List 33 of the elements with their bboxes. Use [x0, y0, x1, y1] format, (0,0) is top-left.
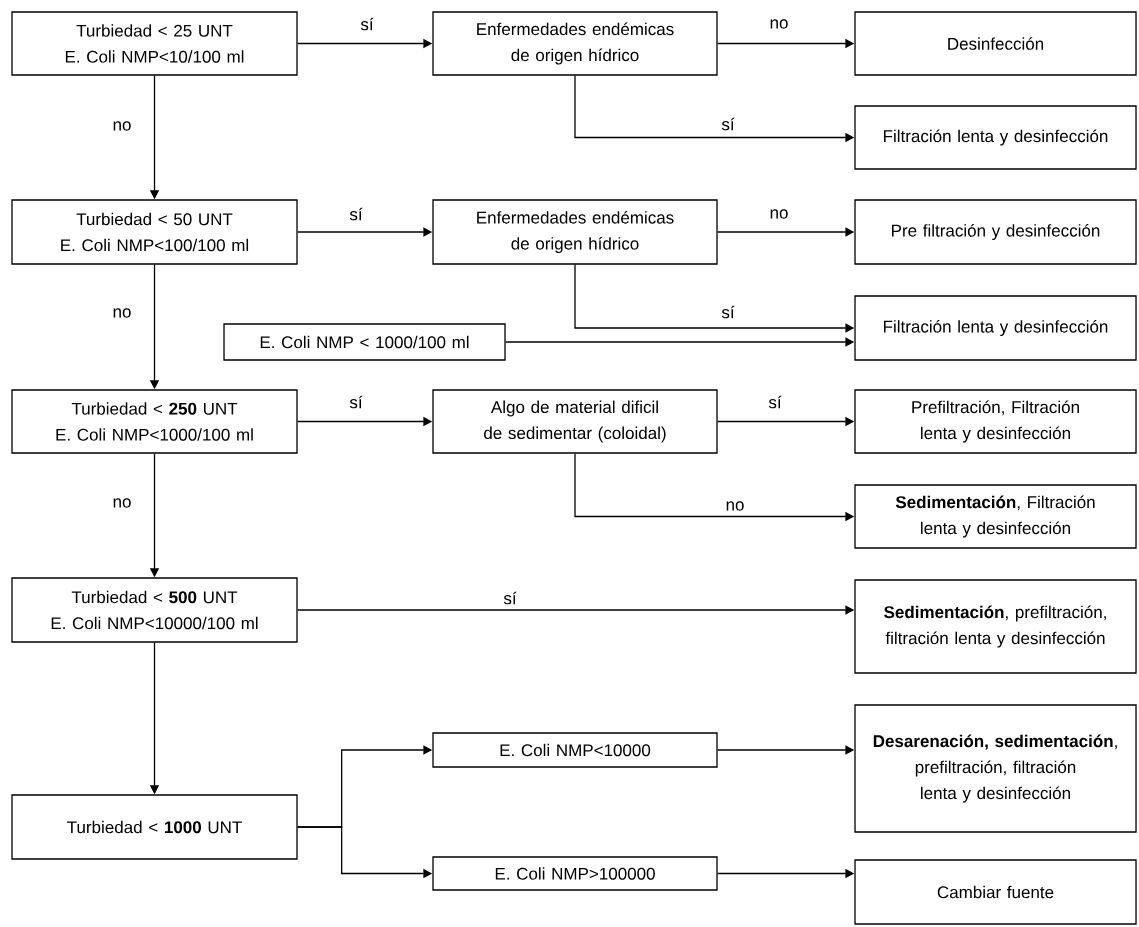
- treatment-box: Filtración lenta y desinfección: [854, 295, 1137, 361]
- treatment-box: Cambiar fuente: [854, 859, 1137, 925]
- edge-label: sí: [359, 16, 375, 32]
- edge-label: no: [724, 500, 746, 512]
- condition-box: Turbiedad < 500 UNT E. Coli NMP<10000/100 ml: [11, 577, 298, 643]
- condition-box: E. Coli NMP>100000: [432, 856, 718, 891]
- edge-label: sí: [767, 394, 783, 410]
- question-box: Algo de material dificil de sedimentar (coloidal): [432, 389, 718, 454]
- edge-label: sí: [720, 116, 736, 132]
- edge-label: sí: [720, 304, 736, 320]
- condition-box: Turbiedad < 25 UNT E. Coli NMP<10/100 ml: [11, 11, 298, 76]
- condition-box: Turbiedad < 1000 UNT: [11, 794, 298, 860]
- edge-label: no: [768, 208, 790, 220]
- condition-box: Turbiedad < 50 UNT E. Coli NMP<100/100 ml: [11, 199, 298, 265]
- treatment-box: Prefiltración, Filtración lenta y desinfección: [854, 389, 1137, 454]
- edge-label: sí: [502, 590, 518, 606]
- question-box: Enfermedades endémicas de origen hídrico: [432, 199, 718, 265]
- edge-label: no: [768, 18, 790, 30]
- edge-label: sí: [348, 206, 364, 222]
- condition-box: E. Coli NMP < 1000/100 ml: [223, 323, 506, 361]
- edge-label: no: [111, 307, 133, 319]
- treatment-box: Desarenación, sedimentación, prefiltración, filtración lenta y desinfección: [854, 704, 1137, 833]
- question-box: Enfermedades endémicas de origen hídrico: [432, 11, 718, 76]
- treatment-box: Filtración lenta y desinfección: [854, 105, 1137, 170]
- treatment-box: Desinfección: [854, 11, 1137, 76]
- treatment-box: Sedimentación, prefiltración, filtración lenta y desinfección: [854, 579, 1137, 674]
- treatment-box: Pre filtración y desinfección: [854, 199, 1137, 265]
- treatment-box: Sedimentación, Filtración lenta y desinfección: [854, 484, 1137, 549]
- condition-box: Turbiedad < 250 UNT E. Coli NMP<1000/100 ml: [11, 389, 298, 454]
- edge-label: no: [111, 120, 133, 132]
- edge-label: sí: [348, 394, 364, 410]
- edge-label: no: [111, 497, 133, 509]
- condition-box: E. Coli NMP<10000: [432, 732, 718, 768]
